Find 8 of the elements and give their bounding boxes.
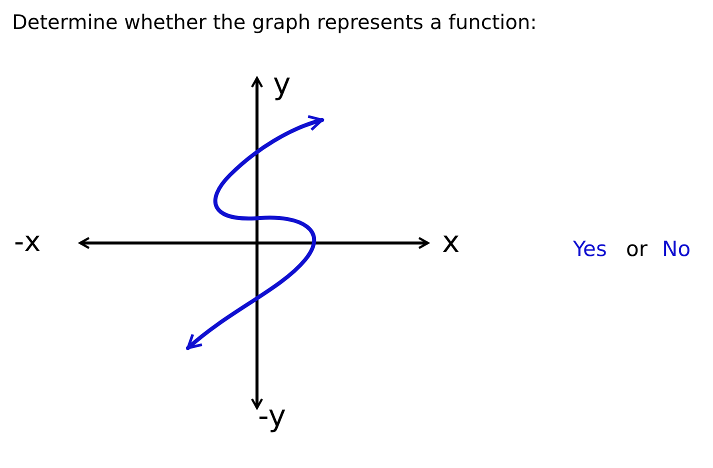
answer-option: Yes	[573, 239, 607, 260]
axis-label: y	[273, 70, 291, 100]
axis-label: -x	[14, 228, 41, 256]
answer-option: No	[662, 239, 691, 260]
axis-label: x	[442, 228, 460, 258]
title: Determine whether the graph represents a function:	[12, 12, 537, 32]
axis-label: -y	[258, 402, 286, 432]
connector-word: or	[626, 239, 648, 260]
